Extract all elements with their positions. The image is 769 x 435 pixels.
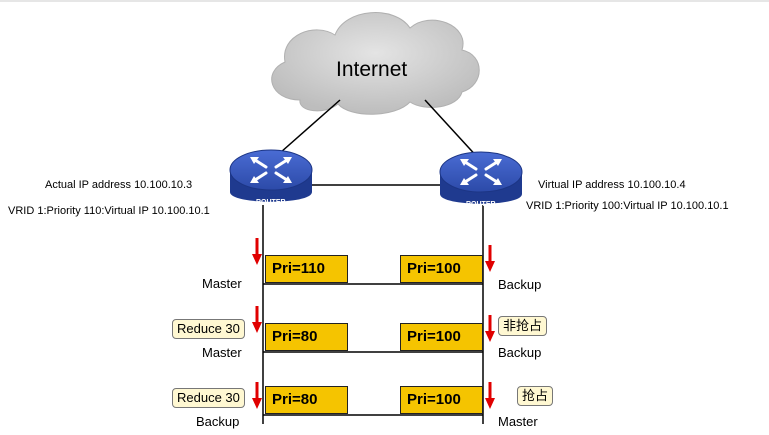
right-router-vrid: VRID 1:Priority 100:Virtual IP 10.100.10… [526, 200, 729, 212]
row2-right-priority: Pri=100 [400, 323, 483, 351]
row2-right-arrow-icon [485, 315, 495, 342]
row1-left-priority: Pri=110 [265, 255, 348, 283]
row2-left-role: Master [202, 345, 242, 360]
row3-left-role: Backup [196, 414, 240, 429]
internet-label: Internet [336, 58, 408, 81]
left-router-vrid: VRID 1:Priority 110:Virtual IP 10.100.10… [8, 205, 210, 217]
row3-left-arrow-icon [252, 382, 262, 409]
link-cloud-right [424, 99, 481, 161]
right-router-ip: Virtual IP address 10.100.10.4 [538, 179, 686, 191]
row2-left-arrow-icon [252, 306, 262, 333]
right-router-icon [439, 151, 523, 204]
row3-right-priority: Pri=100 [400, 386, 483, 414]
left-router-label: ROUTER [256, 199, 286, 206]
row2-left-priority: Pri=80 [265, 323, 348, 351]
row3-right-tag: 抢占 [517, 386, 554, 406]
right-router-label: ROUTER [466, 201, 496, 208]
internet-cloud-icon [271, 12, 480, 115]
left-router-ip: Actual IP address 10.100.10.3 [45, 179, 193, 191]
left-router-icon [229, 149, 313, 202]
row1-right-arrow-icon [485, 245, 495, 272]
row1-left-role: Master [202, 276, 242, 291]
row3-left-tag: Reduce 30 [172, 388, 245, 408]
row1-left-arrow-icon [252, 238, 262, 265]
link-cloud-left [271, 99, 341, 161]
row3-right-arrow-icon [485, 382, 495, 409]
row1-right-priority: Pri=100 [400, 255, 483, 283]
row2-right-tag: 非抢占 [498, 316, 548, 336]
row3-left-priority: Pri=80 [265, 386, 348, 414]
row2-right-role: Backup [498, 345, 542, 360]
row2-left-tag: Reduce 30 [172, 319, 245, 339]
row3-right-role: Master [498, 414, 538, 429]
row1-right-role: Backup [498, 277, 542, 292]
